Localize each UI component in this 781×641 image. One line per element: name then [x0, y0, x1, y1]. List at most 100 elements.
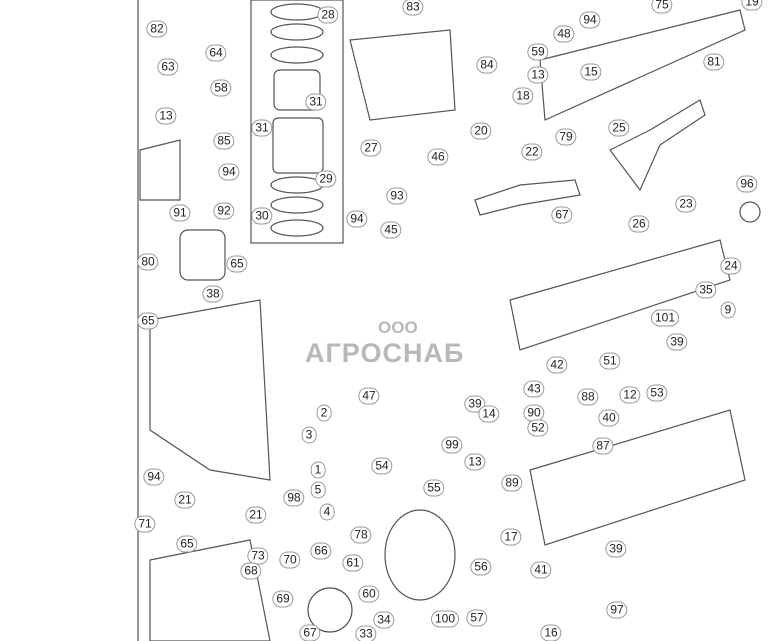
callout-9[interactable]: 9 — [720, 301, 736, 319]
engine-block — [149, 299, 271, 481]
callout-16[interactable]: 16 — [540, 624, 562, 641]
callout-17[interactable]: 17 — [500, 528, 522, 546]
callout-64[interactable]: 64 — [205, 44, 227, 62]
callout-85[interactable]: 85 — [213, 132, 235, 150]
callout-14[interactable]: 14 — [478, 405, 500, 423]
callout-13[interactable]: 13 — [155, 107, 177, 125]
callout-67[interactable]: 67 — [551, 206, 573, 224]
callout-94[interactable]: 94 — [579, 11, 601, 29]
callout-27[interactable]: 27 — [360, 139, 382, 157]
callout-35[interactable]: 35 — [695, 281, 717, 299]
callout-91[interactable]: 91 — [169, 204, 191, 222]
callout-33[interactable]: 33 — [355, 625, 377, 641]
callout-61[interactable]: 61 — [342, 554, 364, 572]
callout-70[interactable]: 70 — [279, 551, 301, 569]
callout-101[interactable]: 101 — [650, 309, 680, 327]
callout-20[interactable]: 20 — [470, 122, 492, 140]
callout-13[interactable]: 13 — [527, 66, 549, 84]
callout-59[interactable]: 59 — [527, 43, 549, 61]
callout-21[interactable]: 21 — [245, 506, 267, 524]
callout-83[interactable]: 83 — [402, 0, 424, 16]
callout-39[interactable]: 39 — [666, 333, 688, 351]
callout-87[interactable]: 87 — [592, 437, 614, 455]
callout-4[interactable]: 4 — [319, 503, 335, 521]
callout-13[interactable]: 13 — [464, 453, 486, 471]
callout-60[interactable]: 60 — [358, 585, 380, 603]
callout-100[interactable]: 100 — [430, 610, 460, 628]
callout-65[interactable]: 65 — [137, 312, 159, 330]
callout-93[interactable]: 93 — [386, 187, 408, 205]
callout-55[interactable]: 55 — [423, 479, 445, 497]
callout-65[interactable]: 65 — [176, 535, 198, 553]
callout-81[interactable]: 81 — [703, 53, 725, 71]
callout-57[interactable]: 57 — [466, 609, 488, 627]
callout-51[interactable]: 51 — [599, 352, 621, 370]
callout-18[interactable]: 18 — [512, 87, 534, 105]
callout-24[interactable]: 24 — [720, 257, 742, 275]
callout-30[interactable]: 30 — [251, 207, 273, 225]
callout-31[interactable]: 31 — [251, 119, 273, 137]
callout-12[interactable]: 12 — [619, 386, 641, 404]
callout-25[interactable]: 25 — [608, 119, 630, 137]
callout-73[interactable]: 73 — [247, 547, 269, 565]
piston-rings — [270, 3, 324, 237]
exhaust-pipe — [474, 179, 581, 216]
callout-56[interactable]: 56 — [470, 558, 492, 576]
callout-34[interactable]: 34 — [373, 611, 395, 629]
callout-26[interactable]: 26 — [628, 215, 650, 233]
callout-69[interactable]: 69 — [272, 590, 294, 608]
callout-46[interactable]: 46 — [427, 148, 449, 166]
callout-54[interactable]: 54 — [371, 457, 393, 475]
callout-1[interactable]: 1 — [310, 461, 326, 479]
callout-65[interactable]: 65 — [226, 255, 248, 273]
callout-52[interactable]: 52 — [527, 419, 549, 437]
callout-94[interactable]: 94 — [346, 210, 368, 228]
callout-71[interactable]: 71 — [134, 515, 156, 533]
callout-45[interactable]: 45 — [380, 221, 402, 239]
callout-67[interactable]: 67 — [299, 624, 321, 641]
callout-97[interactable]: 97 — [606, 601, 628, 619]
callout-68[interactable]: 68 — [240, 562, 262, 580]
callout-80[interactable]: 80 — [137, 253, 159, 271]
callout-29[interactable]: 29 — [315, 170, 337, 188]
callout-28[interactable]: 28 — [317, 6, 339, 24]
callout-3[interactable]: 3 — [301, 426, 317, 444]
callout-53[interactable]: 53 — [646, 384, 668, 402]
callout-31[interactable]: 31 — [305, 93, 327, 111]
callout-84[interactable]: 84 — [476, 56, 498, 74]
callout-47[interactable]: 47 — [358, 387, 380, 405]
callout-2[interactable]: 2 — [316, 404, 332, 422]
callout-98[interactable]: 98 — [283, 489, 305, 507]
callout-66[interactable]: 66 — [310, 542, 332, 560]
callout-90[interactable]: 90 — [523, 404, 545, 422]
callout-88[interactable]: 88 — [577, 388, 599, 406]
callout-22[interactable]: 22 — [521, 143, 543, 161]
callout-23[interactable]: 23 — [675, 195, 697, 213]
pulley — [307, 587, 353, 633]
callout-48[interactable]: 48 — [553, 25, 575, 43]
callout-42[interactable]: 42 — [546, 356, 568, 374]
callout-82[interactable]: 82 — [146, 20, 168, 38]
callout-21[interactable]: 21 — [174, 491, 196, 509]
callout-92[interactable]: 92 — [213, 202, 235, 220]
callout-38[interactable]: 38 — [202, 285, 224, 303]
callout-79[interactable]: 79 — [555, 128, 577, 146]
callout-39[interactable]: 39 — [605, 540, 627, 558]
callout-41[interactable]: 41 — [530, 561, 552, 579]
callout-40[interactable]: 40 — [598, 409, 620, 427]
callout-15[interactable]: 15 — [580, 63, 602, 81]
callout-58[interactable]: 58 — [210, 79, 232, 97]
callout-89[interactable]: 89 — [501, 474, 523, 492]
watermark-brand: АГРОСНАБ — [305, 338, 465, 368]
callout-99[interactable]: 99 — [441, 436, 463, 454]
callout-43[interactable]: 43 — [523, 380, 545, 398]
callout-5[interactable]: 5 — [310, 481, 326, 499]
callout-94[interactable]: 94 — [143, 468, 165, 486]
callout-78[interactable]: 78 — [350, 526, 372, 544]
callout-63[interactable]: 63 — [157, 58, 179, 76]
cylinder-head — [529, 409, 746, 546]
callout-94[interactable]: 94 — [218, 163, 240, 181]
gear-housing — [149, 539, 271, 641]
callout-96[interactable]: 96 — [736, 175, 758, 193]
